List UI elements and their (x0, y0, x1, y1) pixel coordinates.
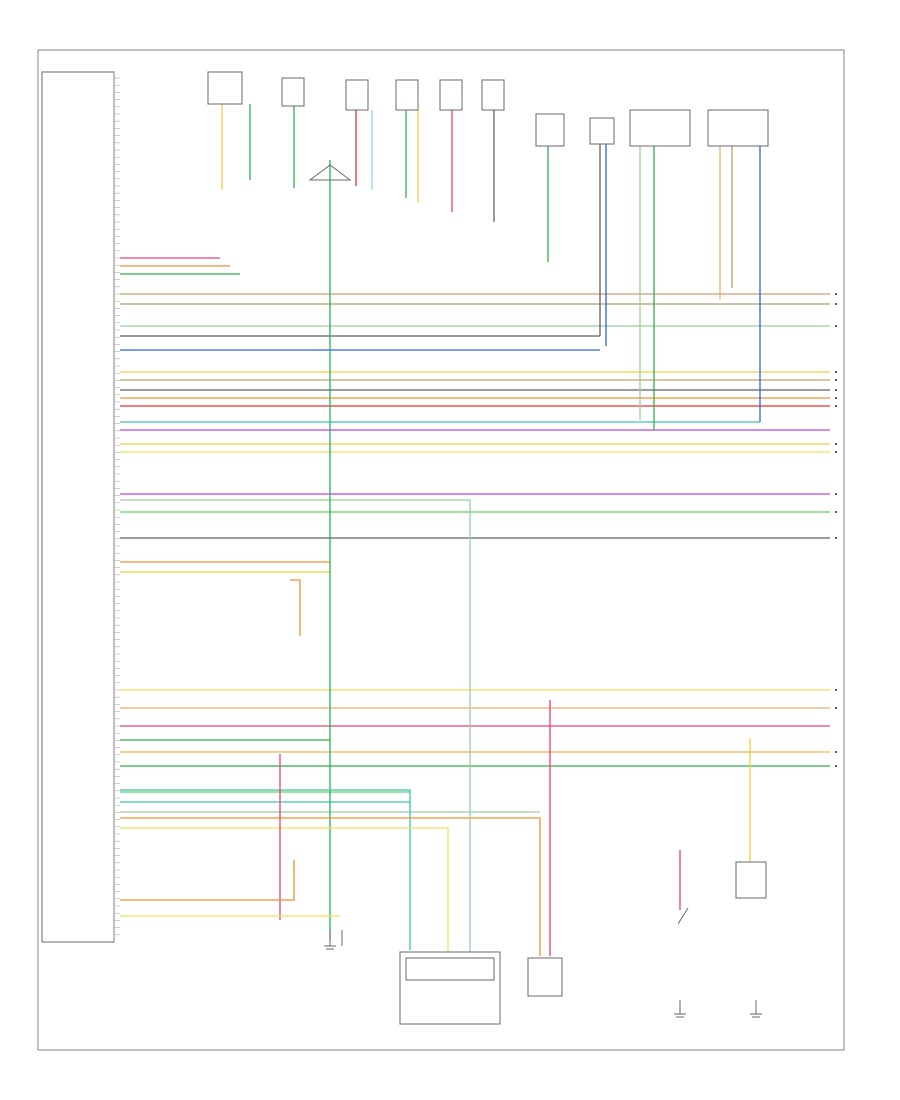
harness-connector-mark (835, 303, 837, 305)
pin-group (114, 77, 837, 936)
wire-bus (120, 789, 411, 950)
harness-connector-mark (835, 537, 837, 539)
harness-connector-mark (835, 451, 837, 453)
ground-symbol-3 (674, 1000, 686, 1018)
throttle-position-sensor (207, 71, 243, 105)
wire-bus (120, 860, 295, 901)
wire-bus (290, 579, 301, 636)
wire-bus (120, 817, 541, 956)
harness-connector-mark (835, 707, 837, 709)
harness-connector-mark (835, 325, 837, 327)
wire-group (120, 104, 830, 956)
sensor-component-7 (535, 113, 565, 147)
wire-bus (120, 827, 449, 952)
sensor-component-8 (589, 117, 615, 145)
bottom-component-group (324, 861, 767, 1025)
harness-connector-mark (835, 379, 837, 381)
harness-connector-mark (835, 293, 837, 295)
ground-symbol-4 (750, 1000, 762, 1018)
top-component-group (207, 71, 769, 181)
harness-connector-mark (835, 389, 837, 391)
harness-connector-mark (835, 371, 837, 373)
sensor-component-4 (395, 79, 419, 111)
harness-connector-mark (835, 689, 837, 691)
relay-component-1 (629, 109, 691, 147)
sensor-component-2 (281, 77, 305, 107)
sensor-bottom-1 (527, 957, 563, 997)
harness-connector-mark (835, 765, 837, 767)
switch-contact (677, 907, 689, 925)
pcm-inner-box (405, 957, 495, 981)
harness-connector-mark (835, 397, 837, 399)
relay-component-2 (707, 109, 769, 147)
ecm-connector-strip (41, 71, 115, 943)
harness-connector-mark (835, 493, 837, 495)
wire-bus (120, 739, 331, 940)
harness-connector-mark (835, 511, 837, 513)
switch-bottom-right (735, 861, 767, 899)
harness-connector-mark (835, 405, 837, 407)
harness-connector-mark (835, 751, 837, 753)
ground-symbol-1 (324, 930, 336, 950)
splice-junction (308, 164, 352, 181)
sensor-component-3 (345, 79, 369, 111)
sensor-component-6 (481, 79, 505, 111)
wire-bus (120, 499, 471, 952)
diagram-border (37, 49, 845, 1051)
sensor-component-5 (439, 79, 463, 111)
harness-connector-mark (835, 443, 837, 445)
